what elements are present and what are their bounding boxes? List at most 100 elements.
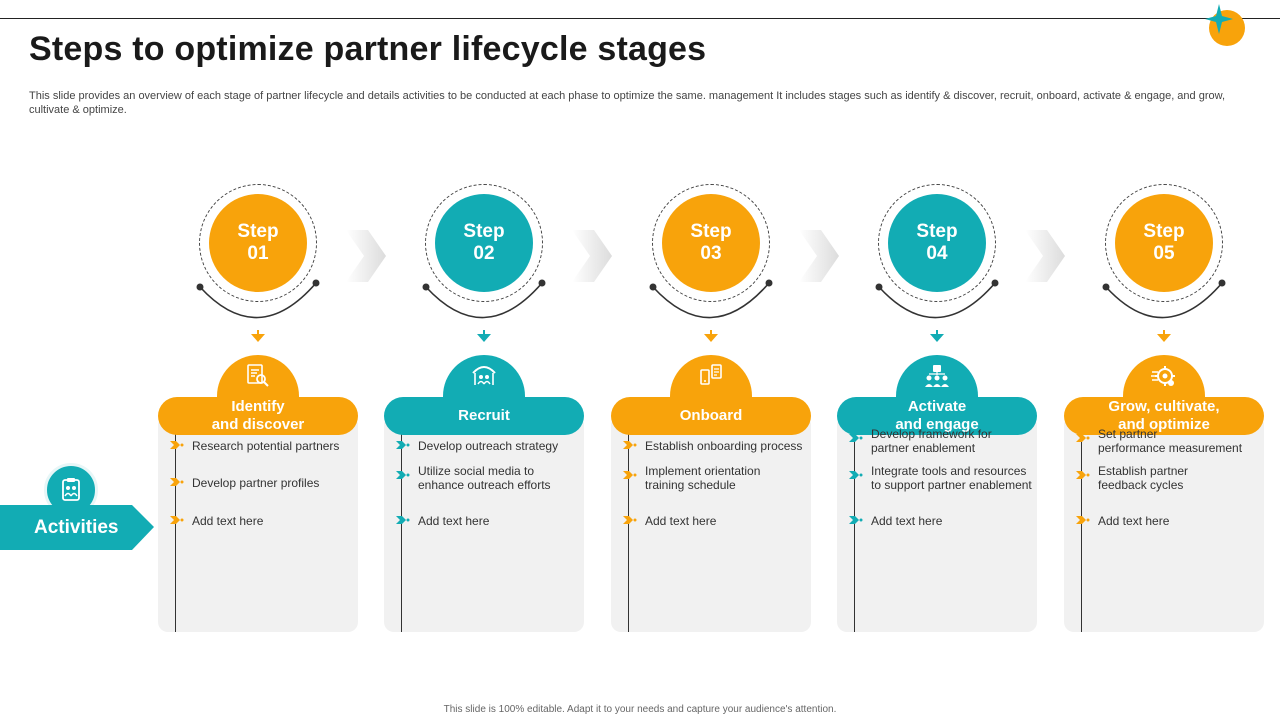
activity-text: Utilize social media to enhance outreach… xyxy=(418,464,551,492)
brand-logo-icon xyxy=(1205,4,1245,46)
activities-card xyxy=(1064,415,1264,632)
step-word: Step xyxy=(1143,221,1185,242)
chevron-right-icon xyxy=(346,230,386,282)
bullet-arrow-icon xyxy=(623,471,637,479)
bullet-arrow-icon xyxy=(396,471,410,479)
activity-item: Develop outreach strategy xyxy=(396,439,584,453)
activities-label: Activities xyxy=(0,505,154,550)
activity-text: Add text here xyxy=(871,514,943,528)
bullet-arrow-icon xyxy=(396,516,410,524)
arrow-down-icon xyxy=(930,330,944,342)
page-subtitle: This slide provides an overview of each … xyxy=(29,90,1226,116)
step-word: Step xyxy=(463,221,505,242)
arrow-down-icon xyxy=(704,330,718,342)
step-ring xyxy=(199,184,317,302)
activity-item: Add text here xyxy=(1076,514,1264,528)
bullet-arrow-icon xyxy=(1076,434,1090,442)
stage-title: Activate and engage xyxy=(837,397,1037,435)
activity-item: Utilize social media to enhance outreach… xyxy=(396,464,584,492)
arrow-down-icon xyxy=(477,330,491,342)
step-number: 01 xyxy=(247,243,269,264)
step-word: Step xyxy=(237,221,279,242)
stage-title: Recruit xyxy=(384,397,584,435)
stage-title-text: Recruit xyxy=(458,407,510,424)
activity-item: Establish partner feedback cycles xyxy=(1076,464,1264,492)
activity-item: Implement orientation training schedule xyxy=(623,464,811,492)
bullet-arrow-icon xyxy=(170,516,184,524)
bullet-arrow-icon xyxy=(170,441,184,449)
bullet-arrow-icon xyxy=(849,471,863,479)
step-arc xyxy=(1102,279,1226,319)
bullet-arrow-icon xyxy=(1076,516,1090,524)
stage-icon-dome xyxy=(896,355,978,400)
stage-title: Grow, cultivate, and optimize xyxy=(1064,397,1264,435)
activity-item: Add text here xyxy=(849,514,1037,528)
clipboard-people-icon xyxy=(62,478,80,501)
stage-title-text: Identify and discover xyxy=(211,398,305,433)
activity-text: Establish partner feedback cycles xyxy=(1098,464,1189,492)
activity-text: Add text here xyxy=(645,514,717,528)
step-arc xyxy=(649,279,773,319)
stage-icon-dome xyxy=(443,355,525,400)
activities-card xyxy=(384,415,584,632)
activity-item: Research potential partners xyxy=(170,439,358,453)
activity-item: Set partner performance measurement xyxy=(1076,427,1264,455)
activity-item: Add text here xyxy=(396,514,584,528)
arrow-down-icon xyxy=(251,330,265,342)
activity-text: Implement orientation training schedule xyxy=(645,464,761,492)
activity-item: Integrate tools and resources to support… xyxy=(849,464,1037,492)
activity-item: Establish onboarding process xyxy=(623,439,811,453)
step-word: Step xyxy=(690,221,732,242)
activity-text: Add text here xyxy=(192,514,264,528)
step-word: Step xyxy=(916,221,958,242)
activity-text: Set partner performance measurement xyxy=(1098,427,1243,455)
step-number: 05 xyxy=(1153,243,1175,264)
top-divider xyxy=(0,18,1280,19)
stage-title: Identify and discover xyxy=(158,397,358,435)
step-number: 04 xyxy=(926,243,948,264)
step-ring xyxy=(1105,184,1223,302)
stage-title-text: Onboard xyxy=(679,407,743,424)
activity-item: Add text here xyxy=(623,514,811,528)
bullet-arrow-icon xyxy=(396,441,410,449)
stage-title-text: Activate and engage xyxy=(895,398,979,433)
step-arc xyxy=(875,279,999,319)
bullet-arrow-icon xyxy=(849,516,863,524)
bullet-arrow-icon xyxy=(623,441,637,449)
activity-text: Develop partner profiles xyxy=(192,476,320,490)
stage-title-text: Grow, cultivate, and optimize xyxy=(1108,398,1220,433)
stage-icon-dome xyxy=(670,355,752,400)
chevron-right-icon xyxy=(1025,230,1065,282)
bullet-arrow-icon xyxy=(170,478,184,486)
bullet-arrow-icon xyxy=(1076,471,1090,479)
activity-text: Develop outreach strategy xyxy=(418,439,559,453)
search-document-icon xyxy=(247,364,269,387)
recruit-people-icon xyxy=(472,366,496,385)
activities-card xyxy=(158,415,358,632)
activities-card xyxy=(611,415,811,632)
onboard-devices-icon xyxy=(700,364,722,385)
page-title: Steps to optimize partner lifecycle stag… xyxy=(29,30,707,68)
stage-icon-dome xyxy=(217,355,299,400)
step-arc xyxy=(196,279,320,319)
chevron-right-icon xyxy=(572,230,612,282)
arrow-down-icon xyxy=(1157,330,1171,342)
bullet-arrow-icon xyxy=(623,516,637,524)
growth-gear-icon xyxy=(1151,366,1175,386)
activity-item: Develop framework for partner enablement xyxy=(849,427,1037,455)
step-number: 02 xyxy=(473,243,495,264)
stage-title: Onboard xyxy=(611,397,811,435)
activity-text: Develop framework for partner enablement xyxy=(871,427,992,455)
step-ring xyxy=(425,184,543,302)
step-arc xyxy=(422,279,546,319)
step-number: 03 xyxy=(700,243,722,264)
